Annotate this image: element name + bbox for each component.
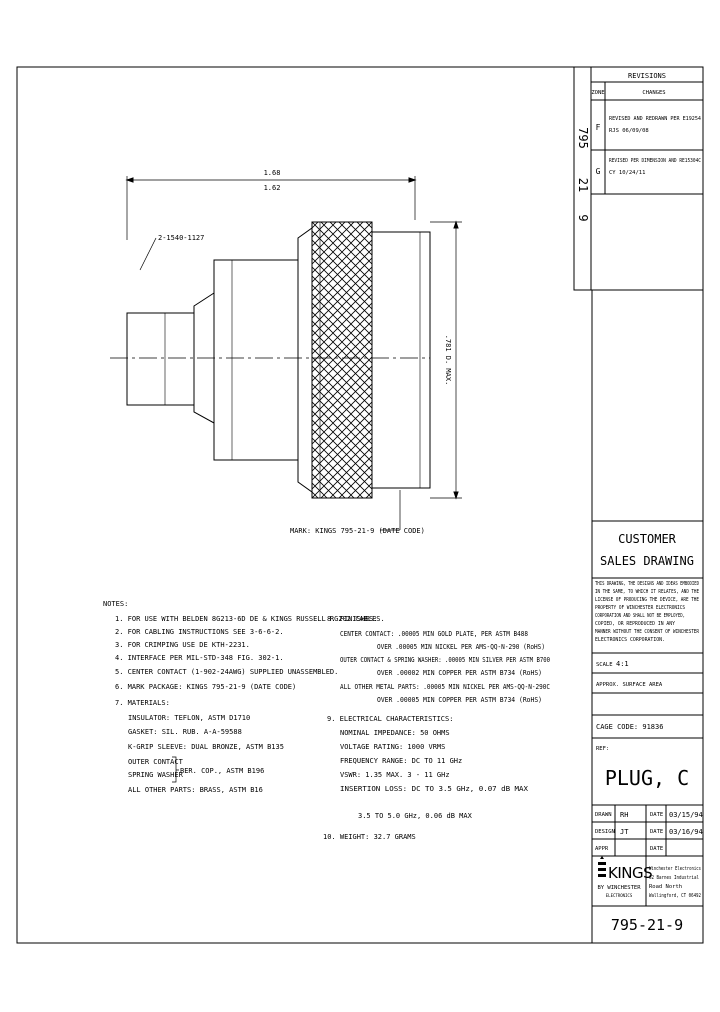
finish-line: OVER .00005 MIN COPPER PER ASTM B734 (Ro… — [377, 696, 542, 704]
sheet-border — [16, 66, 704, 944]
material-line: SPRING WASHER — [128, 771, 184, 779]
revision-line: REVISED PER DIMENSION AND RE15304C — [609, 158, 701, 164]
kings-logo-sub2: ELECTRONICS — [606, 893, 633, 898]
part-title: PLUG, C — [605, 766, 689, 790]
kings-logo-text: KINGS — [608, 864, 652, 882]
kings-logo-sub: BY WINCHESTER — [597, 885, 641, 891]
revision-letter: G — [596, 167, 601, 176]
electrical-line: VOLTAGE RATING: 1000 VRMS — [340, 743, 445, 751]
revision-line: CY 10/24/11 — [609, 170, 645, 176]
proprietary-line: COPIED, OR REPRODUCED IN ANY — [595, 621, 676, 627]
address-line: Wallingford, CT 06492 — [649, 893, 701, 899]
scale-label: SCALE — [596, 662, 613, 668]
finish-line: CENTER CONTACT: .00005 MIN GOLD PLATE, P… — [340, 630, 528, 638]
drawn-date: 03/15/94 — [669, 811, 703, 819]
approved-label: APPR — [595, 846, 609, 852]
material-line: GASKET: SIL. RUB. A-A-59588 — [128, 728, 242, 736]
cage-code: CAGE CODE: 91836 — [596, 723, 663, 731]
proprietary-line: LICENSE OF PRODUCING THE DEVICE, ARE THE — [595, 597, 699, 603]
electrical-line: FREQUENCY RANGE: DC TO 11 GHz — [340, 757, 462, 765]
part-number-vertical: 21 — [576, 178, 590, 192]
revisions-col-zone: ZONE — [591, 90, 604, 96]
scale-value: 4:1 — [616, 660, 629, 668]
proprietary-line: THIS DRAWING, THE DESIGNS AND IDEAS EMBO… — [595, 581, 699, 587]
thread-callout: 2-1540-1127 — [158, 234, 204, 242]
finish-line: OVER .00002 MIN COPPER PER ASTM B734 (Ro… — [377, 669, 542, 677]
note-line: 4. INTERFACE PER MIL-STD-348 FIG. 302-1. — [115, 654, 284, 662]
proprietary-line: CORPORATION AND SHALL NOT BE EMPLOYED, — [595, 613, 685, 619]
electrical-line: INSERTION LOSS: DC TO 3.5 GHz, 0.07 dB M… — [340, 785, 529, 793]
weight-line: 10. WEIGHT: 32.7 GRAMS — [323, 833, 416, 841]
design-date: 03/16/94 — [669, 828, 703, 836]
notes-heading: NOTES: — [103, 600, 128, 608]
material-line: K-GRIP SLEEVE: DUAL BRONZE, ASTM B135 — [128, 743, 284, 751]
revision-block: REVISIONS ZONE CHANGES F REVISED AND RED… — [573, 66, 704, 291]
electrical-line: 3.5 TO 5.0 GHz, 0.06 dB MAX — [358, 812, 473, 820]
connector-drawing — [110, 176, 462, 531]
drawn-date-label: DATE — [650, 812, 663, 818]
materials-brace — [172, 756, 179, 783]
dim-length-bottom: 1.62 — [264, 184, 281, 192]
note-line: 5. CENTER CONTACT (1-902-24AWG) SUPPLIED… — [115, 668, 338, 676]
revision-line: RJS 06/09/08 — [609, 128, 649, 134]
note-line: 2. FOR CABLING INSTRUCTIONS SEE 3-6-6-2. — [115, 628, 284, 636]
finish-line: ALL OTHER METAL PARTS: .00005 MIN NICKEL… — [340, 683, 550, 691]
revisions-heading: REVISIONS — [628, 72, 666, 80]
address-line: 62 Barnes Industrial — [649, 875, 699, 881]
electrical-block: 9. ELECTRICAL CHARACTERISTICS: NOMINAL I… — [323, 715, 529, 841]
electrical-line: NOMINAL IMPEDANCE: 50 OHMS — [340, 729, 450, 737]
drawn-label: DRAWN — [595, 812, 612, 818]
drawn-by: RH — [620, 811, 628, 819]
revisions-col-changes: CHANGES — [642, 90, 665, 96]
design-label: DESIGN — [595, 829, 615, 835]
surface-area-label: APPROX. SURFACE AREA — [596, 682, 663, 688]
materials-brace-label: BER. COP., ASTM B196 — [180, 767, 264, 775]
revision-letter: F — [596, 123, 601, 132]
design-by: JT — [620, 828, 629, 836]
part-number-vertical: 795 — [576, 127, 590, 149]
note-line: 7. MATERIALS: — [115, 699, 170, 707]
mark-callout: MARK: KINGS 795-21-9 (DATE CODE) — [290, 527, 425, 535]
revision-line: REVISED AND REDRAWN PER E19254 — [609, 116, 702, 122]
finish-line: OUTER CONTACT & SPRING WASHER: .00005 MI… — [340, 656, 550, 664]
finish-line: OVER .00005 MIN NICKEL PER AMS-QQ-N-290 … — [377, 643, 545, 651]
proprietary-line: ELECTRONICS CORPORATION. — [595, 637, 665, 643]
electrical-line: VSWR: 1.35 MAX. 3 - 11 GHz — [340, 771, 450, 779]
material-line: OUTER CONTACT — [128, 758, 184, 766]
kings-logo-icon — [598, 856, 606, 877]
dim-length-top: 1.68 — [264, 169, 281, 177]
design-date-label: DATE — [650, 829, 663, 835]
note-line: 1. FOR USE WITH BELDEN 8G213-6D DE & KIN… — [115, 615, 385, 623]
proprietary-line: IN THE SAME, TO WHICH IT RELATES, AND TH… — [595, 589, 699, 595]
customer-title: CUSTOMER — [618, 532, 677, 546]
note-line: 6. MARK PACKAGE: KINGS 795-21-9 (DATE CO… — [115, 683, 296, 691]
part-number-vertical: 9 — [576, 214, 590, 221]
address-line: Road North — [649, 884, 682, 890]
finishes-heading: 8. FINISHES: — [327, 615, 378, 623]
proprietary-line: MANNER WITHOUT THE CONSENT OF WINCHESTER — [595, 629, 700, 635]
notes-block: NOTES: 1. FOR USE WITH BELDEN 8G213-6D D… — [103, 600, 385, 794]
material-line: INSULATOR: TEFLON, ASTM D1710 — [128, 714, 250, 722]
title-block: CUSTOMER SALES DRAWING THIS DRAWING, THE… — [591, 290, 703, 943]
finishes-block: 8. FINISHES: CENTER CONTACT: .00005 MIN … — [327, 615, 550, 704]
electrical-heading: 9. ELECTRICAL CHARACTERISTICS: — [327, 715, 453, 723]
diameter-callout: .781 D. MAX. — [444, 335, 452, 386]
proprietary-line: PROPERTY OF WINCHESTER ELECTRONICS — [595, 605, 685, 611]
material-line: ALL OTHER PARTS: BRASS, ASTM B16 — [128, 786, 263, 794]
address-line: Winchester Electronics — [649, 866, 701, 872]
part-number: 795-21-9 — [611, 916, 683, 934]
note-line: 3. FOR CRIMPING USE DE KTH-2231. — [115, 641, 250, 649]
customer-subtitle: SALES DRAWING — [600, 554, 694, 568]
kings-logo: KINGS BY WINCHESTER ELECTRONICS — [597, 856, 653, 898]
approved-date-label: DATE — [650, 846, 663, 852]
ref-label: REF: — [596, 746, 609, 752]
